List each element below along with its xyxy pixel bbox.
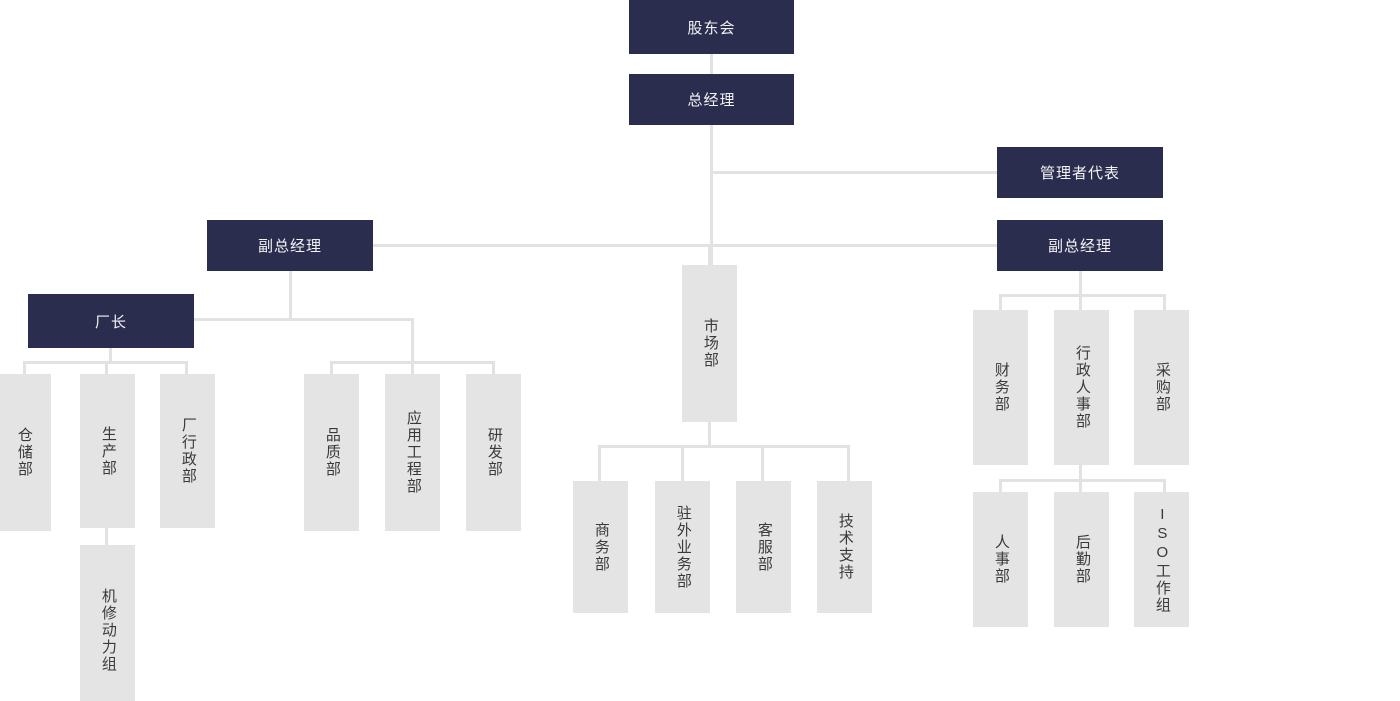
node-procurement[interactable]: 采购部 — [1134, 310, 1189, 465]
connector-gm-to-deputies — [290, 244, 998, 247]
node-iso-group[interactable]: ISO工作组 — [1134, 492, 1189, 627]
connector-to-human-resources — [999, 479, 1002, 493]
node-application-engineering[interactable]: 应用工程部 — [385, 374, 440, 531]
connector-to-warehouse — [23, 361, 26, 375]
node-logistics[interactable]: 后勤部 — [1054, 492, 1109, 627]
node-human-resources[interactable]: 人事部 — [973, 492, 1028, 627]
connector-to-field-sales — [681, 445, 684, 481]
node-marketing[interactable]: 市场部 — [682, 265, 737, 422]
connector-to-logistics — [1079, 479, 1082, 493]
connector-deputy-left-bar — [194, 318, 414, 321]
connector-to-application-engineering — [411, 361, 414, 375]
connector-gm-to-management-rep — [710, 171, 998, 174]
connector-to-production — [105, 361, 108, 375]
connector-to-factory-admin — [185, 361, 188, 375]
connector-to-technical-support — [847, 445, 850, 481]
connector-marketing-down — [708, 422, 711, 446]
connector-to-procurement — [1163, 294, 1166, 310]
node-deputy-gm-right[interactable]: 副总经理 — [997, 220, 1163, 271]
connector-gm-to-marketing — [708, 244, 711, 266]
node-customer-service[interactable]: 客服部 — [736, 481, 791, 613]
node-production[interactable]: 生产部 — [80, 374, 135, 528]
node-research-development[interactable]: 研发部 — [466, 374, 521, 531]
node-warehouse[interactable]: 仓储部 — [0, 374, 51, 531]
node-factory-director[interactable]: 厂长 — [28, 294, 194, 348]
connector-to-iso-group — [1163, 479, 1166, 493]
connector-marketing-children-bar — [598, 445, 850, 448]
connector-shareholders-to-gm — [710, 54, 713, 74]
connector-to-customer-service — [761, 445, 764, 481]
connector-hr-children-bar — [999, 479, 1165, 482]
connector-factory-director-down — [109, 348, 112, 363]
connector-production-to-machine-repair — [105, 528, 108, 546]
connector-deputy-left-down — [289, 271, 292, 319]
connector-to-research-development — [492, 361, 495, 375]
node-shareholders[interactable]: 股东会 — [629, 0, 794, 54]
connector-admin-hr-down — [1079, 465, 1082, 480]
node-management-representative[interactable]: 管理者代表 — [997, 147, 1163, 198]
node-field-sales[interactable]: 驻外业务部 — [655, 481, 710, 613]
node-quality[interactable]: 品质部 — [304, 374, 359, 531]
node-factory-admin[interactable]: 厂行政部 — [160, 374, 215, 528]
connector-to-admin-hr — [1079, 294, 1082, 310]
node-general-manager[interactable]: 总经理 — [629, 74, 794, 125]
connector-to-finance — [999, 294, 1002, 310]
node-admin-hr[interactable]: 行政人事部 — [1054, 310, 1109, 465]
node-finance[interactable]: 财务部 — [973, 310, 1028, 465]
node-technical-support[interactable]: 技术支持 — [817, 481, 872, 613]
node-business[interactable]: 商务部 — [573, 481, 628, 613]
connector-to-quality — [330, 361, 333, 375]
node-deputy-gm-left[interactable]: 副总经理 — [207, 220, 373, 271]
connector-to-business — [598, 445, 601, 481]
node-machine-repair-group[interactable]: 机修动力组 — [80, 545, 135, 701]
connector-deputy-right-down — [1079, 271, 1082, 295]
connector-gm-trunk — [710, 125, 713, 267]
connector-to-engineering-group — [411, 318, 414, 361]
connector-right-children-bar — [999, 294, 1165, 297]
